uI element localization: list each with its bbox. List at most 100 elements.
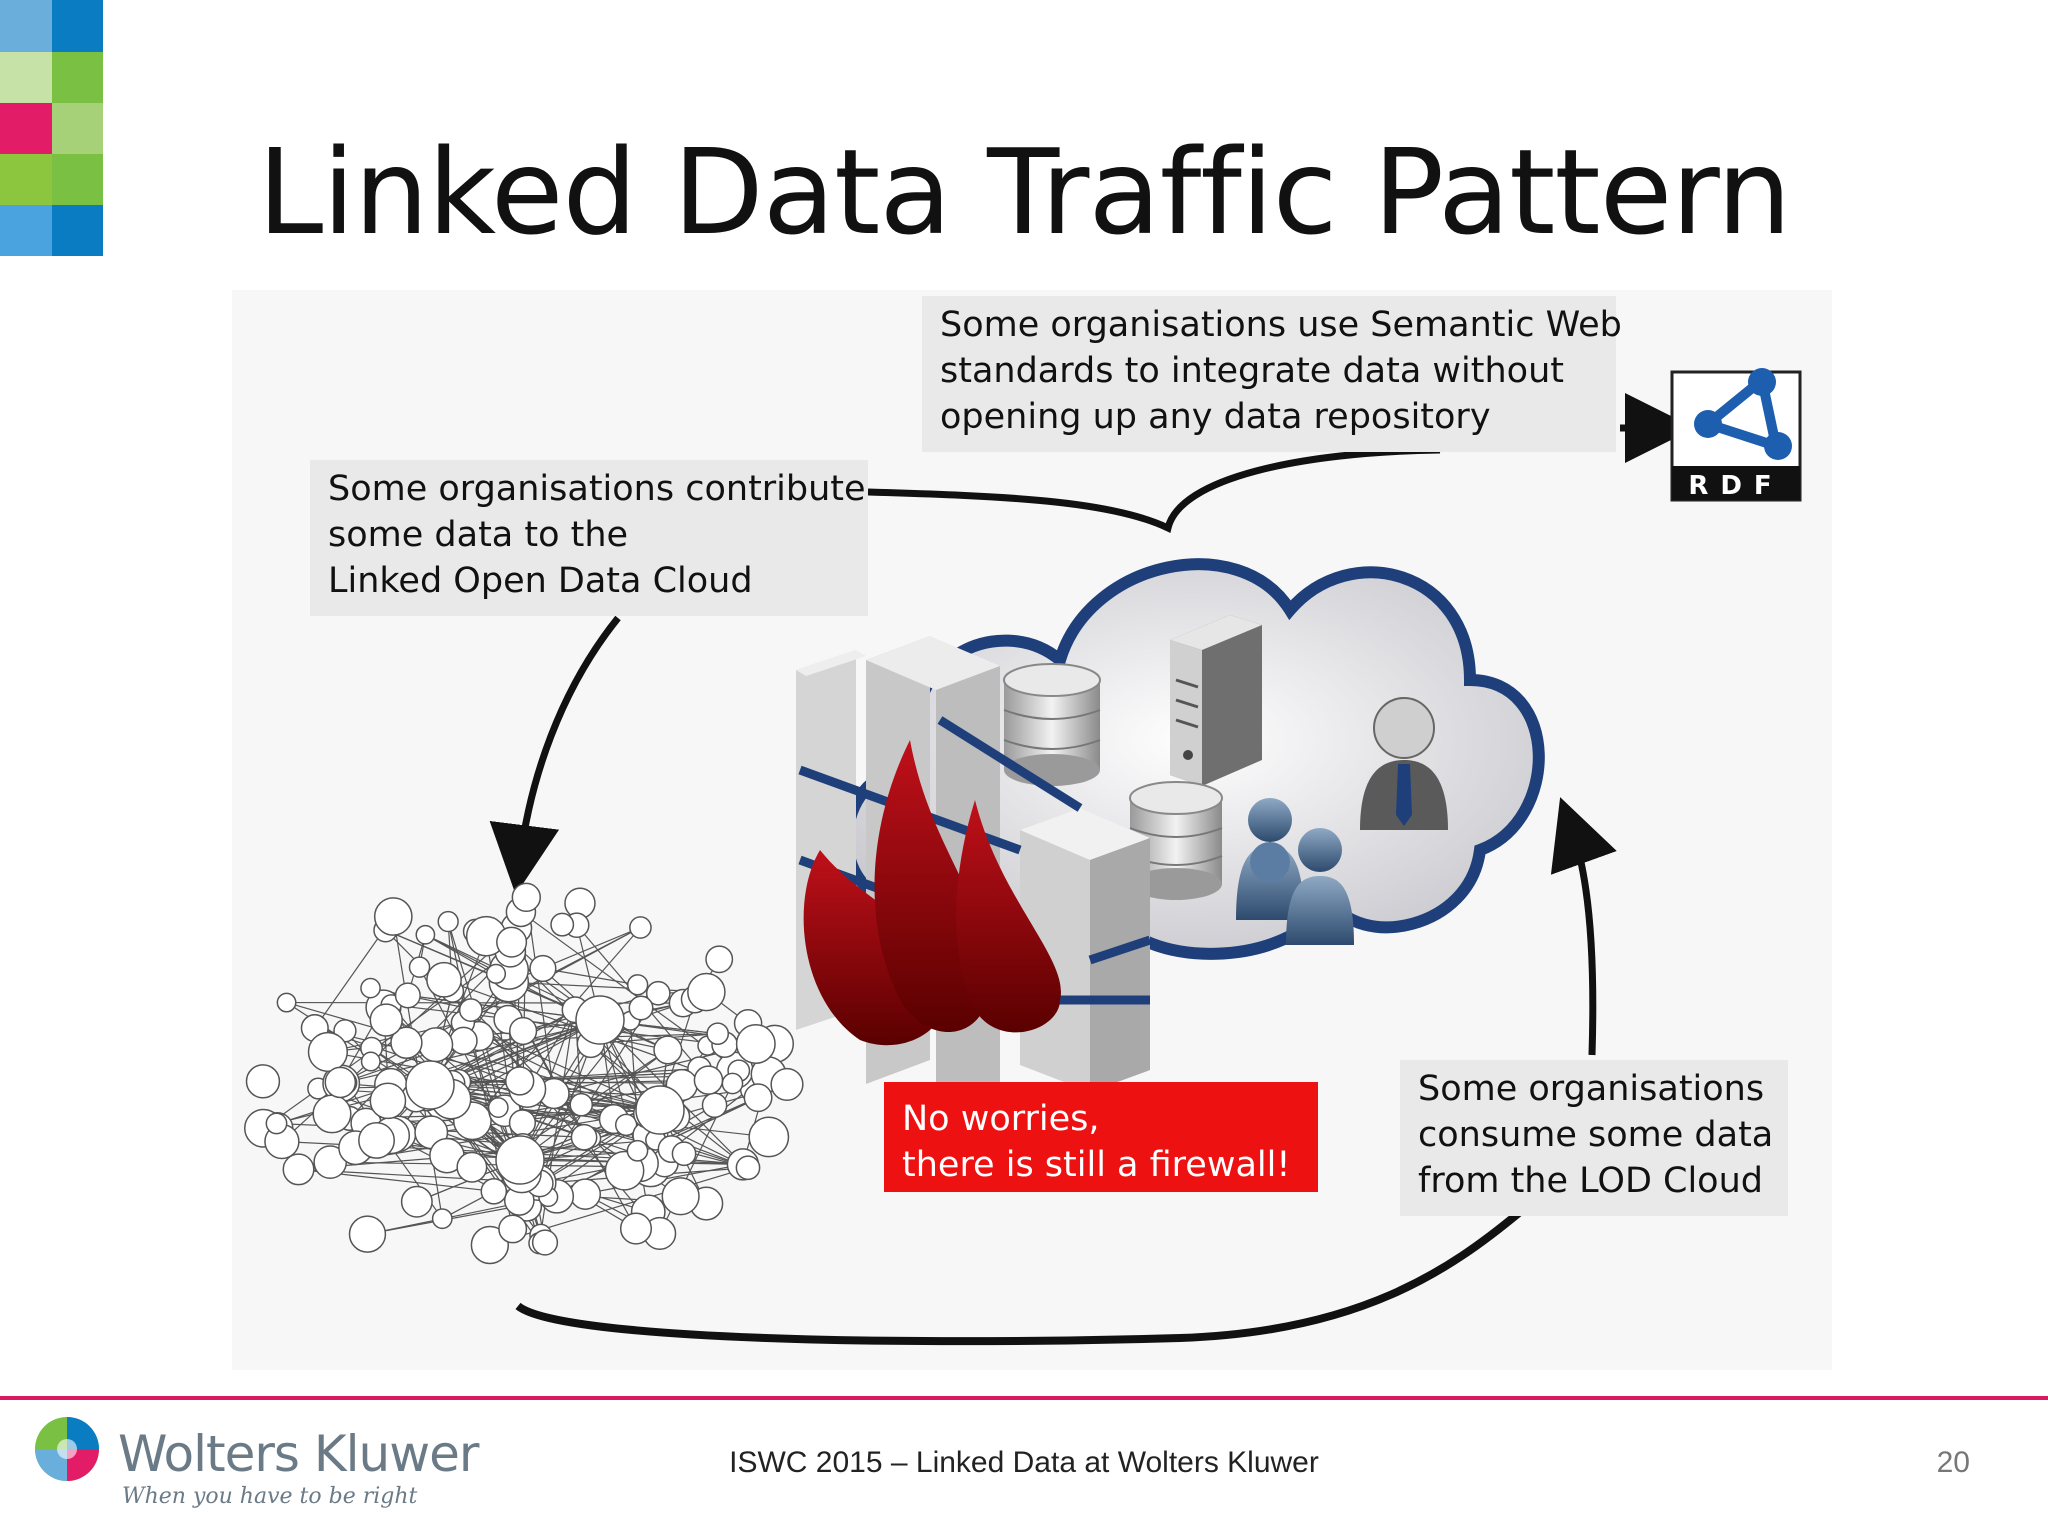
fire-icon <box>803 740 1061 1046</box>
lod-node <box>458 998 483 1023</box>
lod-node <box>487 1097 509 1118</box>
lod-node <box>508 1109 537 1137</box>
lod-node <box>418 1027 454 1063</box>
lod-node <box>245 1064 281 1099</box>
lod-node <box>735 1023 776 1064</box>
slide-title: Linked Data Traffic Pattern <box>257 123 1791 261</box>
lod-node <box>485 963 507 984</box>
corner-brand-squares <box>0 0 103 256</box>
lod-node <box>770 1067 804 1102</box>
wolters-kluwer-logo-icon <box>35 1417 99 1481</box>
callout-line: Some organisations <box>1418 1069 1765 1109</box>
lod-node <box>348 1215 387 1253</box>
lod-node <box>661 1177 700 1216</box>
lod-node <box>449 1026 478 1055</box>
callout-line: opening up any data repository <box>940 397 1491 437</box>
callout-line: consume some data <box>1418 1115 1774 1155</box>
lod-link <box>418 966 521 1161</box>
lod-node <box>408 956 431 978</box>
lod-link <box>519 1049 669 1161</box>
lod-node <box>495 1135 545 1185</box>
lod-node <box>369 1003 403 1037</box>
lod-node <box>496 926 528 958</box>
lod-node <box>687 972 726 1012</box>
lod-node <box>626 1139 649 1162</box>
lod-node <box>570 1123 598 1151</box>
lod-node <box>701 1092 728 1119</box>
lod-node <box>358 1121 395 1159</box>
lod-node <box>498 1214 528 1244</box>
lod-node <box>550 912 575 937</box>
lod-node <box>437 910 459 933</box>
lod-node <box>693 1065 724 1095</box>
lod-node <box>671 1141 697 1167</box>
lod-node <box>390 1026 423 1059</box>
brand-name: Wolters Kluwer <box>118 1425 479 1483</box>
lod-link <box>519 1007 642 1161</box>
footer-text: ISWC 2015 – Linked Data at Wolters Kluwe… <box>729 1446 1319 1479</box>
callout-line: standards to integrate data without <box>940 351 1565 391</box>
arrow-to-lod-cloud <box>489 615 621 895</box>
lod-node <box>735 1155 761 1181</box>
callout-line: from the LOD Cloud <box>1418 1161 1763 1201</box>
lod-cloud-graph <box>243 882 804 1265</box>
lod-node <box>575 995 625 1045</box>
lod-node <box>400 1185 433 1218</box>
lod-node <box>369 1082 407 1120</box>
lod-node <box>569 1092 594 1117</box>
lod-node <box>629 916 652 939</box>
lod-node <box>276 992 297 1013</box>
lod-node <box>743 1083 773 1113</box>
lod-node <box>645 980 671 1006</box>
lod-link <box>590 1033 718 1045</box>
lod-node <box>360 977 381 999</box>
lod-node <box>614 1113 638 1137</box>
lod-link <box>522 1049 669 1147</box>
lod-node <box>569 1178 602 1210</box>
arrow-to-enterprise-cloud <box>1550 797 1617 1056</box>
lod-link <box>286 1001 684 1004</box>
callout-line: Some organisations use Semantic Web <box>940 305 1622 345</box>
lod-node <box>307 1031 349 1073</box>
lod-node <box>312 1094 352 1134</box>
lod-node <box>653 1035 683 1065</box>
lod-node <box>394 982 421 1009</box>
callout-line: Linked Open Data Cloud <box>328 561 753 601</box>
lod-link <box>508 981 707 993</box>
lod-node <box>480 1178 508 1205</box>
callout-line: some data to the <box>328 515 629 555</box>
lod-node <box>511 882 542 913</box>
callout-contribute: Some organisations contribute some data … <box>310 460 868 616</box>
page-number: 20 <box>1936 1446 1970 1479</box>
users-icon <box>1236 798 1354 945</box>
firewall-note-line: No worries, <box>902 1099 1100 1139</box>
server-icon <box>1170 615 1262 786</box>
lod-link <box>263 951 511 1129</box>
callout-consume: Some organisations consume some data fro… <box>1400 1060 1788 1216</box>
lod-node <box>456 1151 488 1183</box>
person-icon <box>1360 697 1448 830</box>
lod-node <box>626 974 649 996</box>
rdf-logo <box>1670 368 1802 502</box>
footer-rule <box>0 1396 2048 1400</box>
brand-tagline: When you have to be right <box>122 1484 418 1509</box>
connector-consume-loop <box>515 1208 1523 1346</box>
lod-node <box>265 1112 288 1135</box>
lod-node <box>431 1208 453 1230</box>
firewall-note-line: there is still a firewall! <box>902 1145 1291 1185</box>
lod-node <box>529 954 557 983</box>
lod-node <box>470 1225 510 1265</box>
lod-link <box>425 934 669 1051</box>
lod-node <box>373 897 413 936</box>
lod-node <box>628 995 654 1021</box>
lod-node <box>426 961 462 998</box>
callout-semantic-web: Some organisations use Semantic Web stan… <box>922 296 1622 452</box>
lod-node <box>324 1066 357 1099</box>
lod-node <box>282 1153 315 1186</box>
lod-link <box>471 927 641 1122</box>
lod-node <box>619 1212 653 1245</box>
rdf-logo-label: RDF <box>1688 471 1783 501</box>
callout-line: Some organisations contribute <box>328 469 866 509</box>
lod-node <box>706 1022 730 1046</box>
lod-node <box>635 1085 685 1135</box>
